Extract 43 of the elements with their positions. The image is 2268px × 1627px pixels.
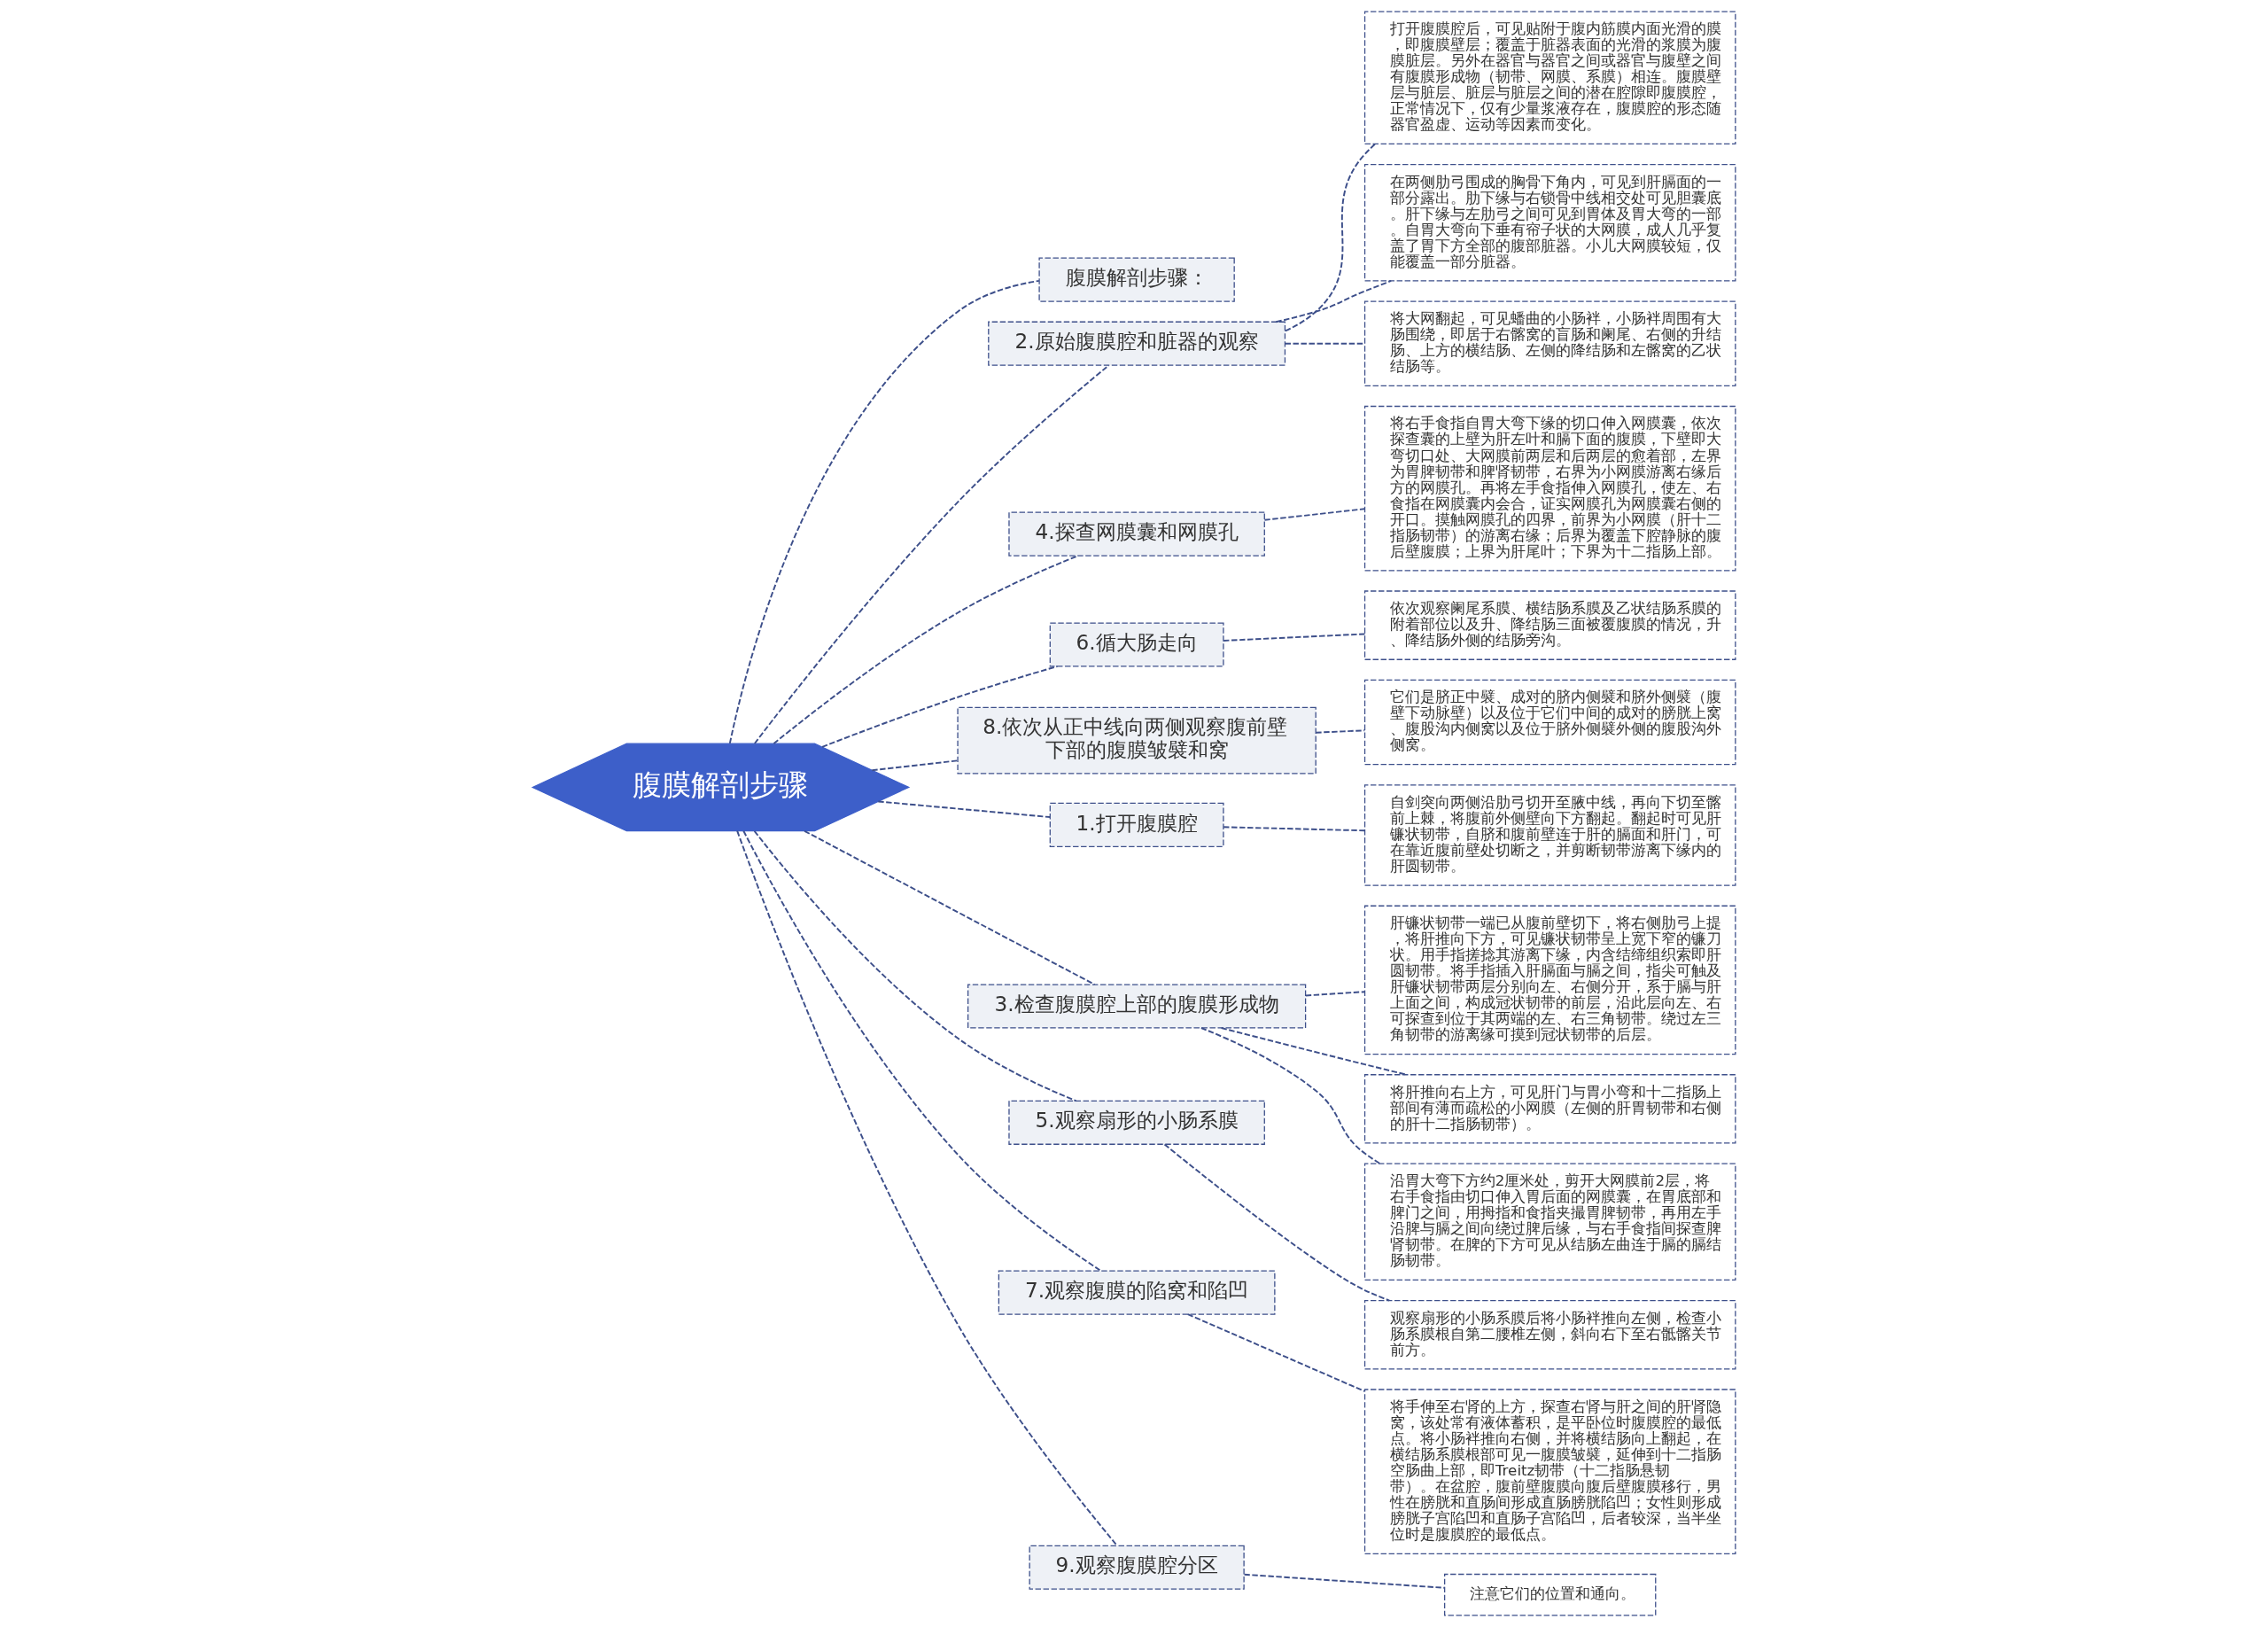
connector [728,279,1040,744]
node-box: 8.依次从正中线向两侧观察腹前壁下部的腹膜皱襞和窝 [957,706,1317,775]
node-box: 7.观察腹膜的陷窝和陷凹 [998,1270,1276,1315]
node-box: 6.循大肠走向 [1049,622,1224,667]
connector [1263,508,1366,521]
node-box: 腹膜解剖步骤： [1038,257,1235,302]
node-box: 9.观察腹膜腔分区 [1029,1545,1245,1590]
connector [773,555,1079,744]
connector [1186,1313,1366,1392]
node-box: 5.观察扇形的小肠系膜 [1008,1100,1265,1145]
node-box: 自剑突向两侧沿肋弓切开至腋中线，再向下切至髂前上棘，将腹前外侧壁向下方翻起。翻起时可见肝镰状韧带，自脐和腹前壁连于肝的膈面和肝门，可在靠近腹前壁处切断之，并剪断韧带游离下缘内的肝圆韧带。 [1363,784,1736,886]
connector [753,829,1077,1102]
connector [1220,1027,1408,1076]
node-box: 3.检查腹膜腔上部的腹膜形成物 [967,984,1307,1029]
connector [1223,633,1366,642]
connector [877,800,1052,819]
connector [1304,991,1366,997]
node-box: 注意它们的位置和通向。 [1444,1573,1657,1616]
node-box: 它们是脐正中襞、成对的脐内侧襞和脐外侧襞（腹壁下动脉壁）以及位于它们中间的成对的膀胱上窝、腹股沟内侧窝以及位于脐外侧襞外侧的腹股沟外侧窝。 [1363,679,1736,766]
node-box: 将手伸至右肾的上方，探查右肾与肝之间的肝肾隐窝，该处常有液体蓄积，是平卧位时腹膜腔的最低点。将小肠袢推向右侧，并将横结肠向上翻起，在横结肠系膜根部可见一腹膜皱襞，延伸到十二指肠空肠曲上部，即Treitz韧带（十二指肠悬韧带）。在盆腔，腹前壁腹膜向腹后壁腹膜移行，男性在膀胱和直肠间形成直肠膀胱陷凹；女性则形成膀胱子宫陷凹和直肠子宫陷凹，后者较深，当半坐位时是腹膜腔的最低点。 [1363,1389,1736,1554]
node-box: 将肝推向右上方，可见肝门与胃小弯和十二指肠上部间有薄而疏松的小网膜（左侧的肝胃韧带和右侧的肝十二指肠韧带）。 [1363,1074,1736,1144]
connector [1284,143,1377,332]
node-box: 肝镰状韧带一端已从腹前壁切下，将右侧肋弓上提，将肝推向下方，可见镰状韧带呈上宽下窄的镰刀状。用手指搓捻其游离下缘，内含结缔组织索即肝圆韧带。将手指插入肝膈面与膈之间，指尖可触及肝镰状韧带两层分别向左、右侧分开，系于膈与肝上面之间，构成冠状韧带的前层，沿此层向左、右可探查到位于其两端的左、右三角韧带。绕过左三角韧带的游离缘可摸到冠状韧带的后层。 [1363,905,1736,1055]
node-box: 观察扇形的小肠系膜后将小肠袢推向左侧，检查小肠系膜根自第二腰椎左侧，斜向右下至右骶髂关节前方。 [1363,1299,1736,1370]
node-box: 在两侧肋弓围成的胸骨下角内，可见到肝膈面的一部分露出。肋下缘与右锁骨中线相交处可见胆囊底。肝下缘与左肋弓之间可见到胃体及胃大弯的一部。自胃大弯向下垂有帘子状的大网膜，成人几乎复盖了胃下方全部的腹部脏器。小儿大网膜较短，仅能覆盖一部分脏器。 [1363,164,1736,282]
connector [1315,729,1366,734]
connector [871,759,959,772]
connector [1200,1027,1381,1164]
connector [804,829,1096,985]
node-box: 4.探查网膜囊和网膜孔 [1008,511,1265,557]
node-box: 打开腹膜腔后，可见贴附于腹内筋膜内面光滑的膜，即腹膜壁层；覆盖于脏器表面的光滑的浆膜为腹膜脏层。另外在器官与器官之间或器官与腹壁之间有腹膜形成物（韧带、网膜、系膜）相连。腹膜壁层与脏层、脏层与脏层之间的潜在腔隙即腹膜腔，正常情况下，仅有少量浆液存在，腹膜腔的形态随器官盈虚、运动等因素而变化。 [1363,11,1736,145]
node-box: 1.打开腹膜腔 [1049,802,1224,847]
connector [821,666,1059,748]
connector [742,829,1102,1272]
node-box: 2.原始腹膜腔和脏器的观察 [988,321,1286,366]
connector [1163,1143,1391,1302]
node-box: 将大网翻起，可见蟠曲的小肠袢，小肠袢周围有大肠围绕，即居于右髂窝的盲肠和阑尾、右侧的升结肠、上方的横结肠、左侧的降结肠和左髂窝的乙状结肠等。 [1363,300,1736,386]
node-box: 依次观察阑尾系膜、横结肠系膜及乙状结肠系膜的附着部位以及升、降结肠三面被覆腹膜的情况，升、降结肠外侧的结肠旁沟。 [1363,590,1736,660]
connector [1243,1573,1446,1589]
node-box: 将右手食指自胃大弯下缘的切口伸入网膜囊，依次探查囊的上壁为肝左叶和膈下面的腹膜，下壁即大弯切口处、大网膜前两层和后两层的愈着部，左界为胃脾韧带和脾肾韧带，右界为小网膜游离右缘后方的网膜孔。再将左手食指伸入网膜孔，使左、右食指在网膜囊内会合，证实网膜孔为网膜囊右侧的开口。摸触网膜孔的四界，前界为小网膜（肝十二指肠韧带）的游离右缘；后界为覆盖下腔静脉的腹后壁腹膜；上界为肝尾叶；下界为十二指肠上部。 [1363,405,1736,572]
node-box: 沿胃大弯下方约2厘米处，剪开大网膜前2层，将右手食指由切口伸入胃后面的网膜囊，在胃底部和脾门之间，用拇指和食指夹撮胃脾韧带，再用左手沿脾与膈之间向绕过脾后缘，与右手食指间探查脾肾韧带。在脾的下方可见从结肠左曲连于膈的膈结肠韧带。 [1363,1163,1736,1281]
connector [736,829,1118,1546]
connector [1223,826,1366,832]
